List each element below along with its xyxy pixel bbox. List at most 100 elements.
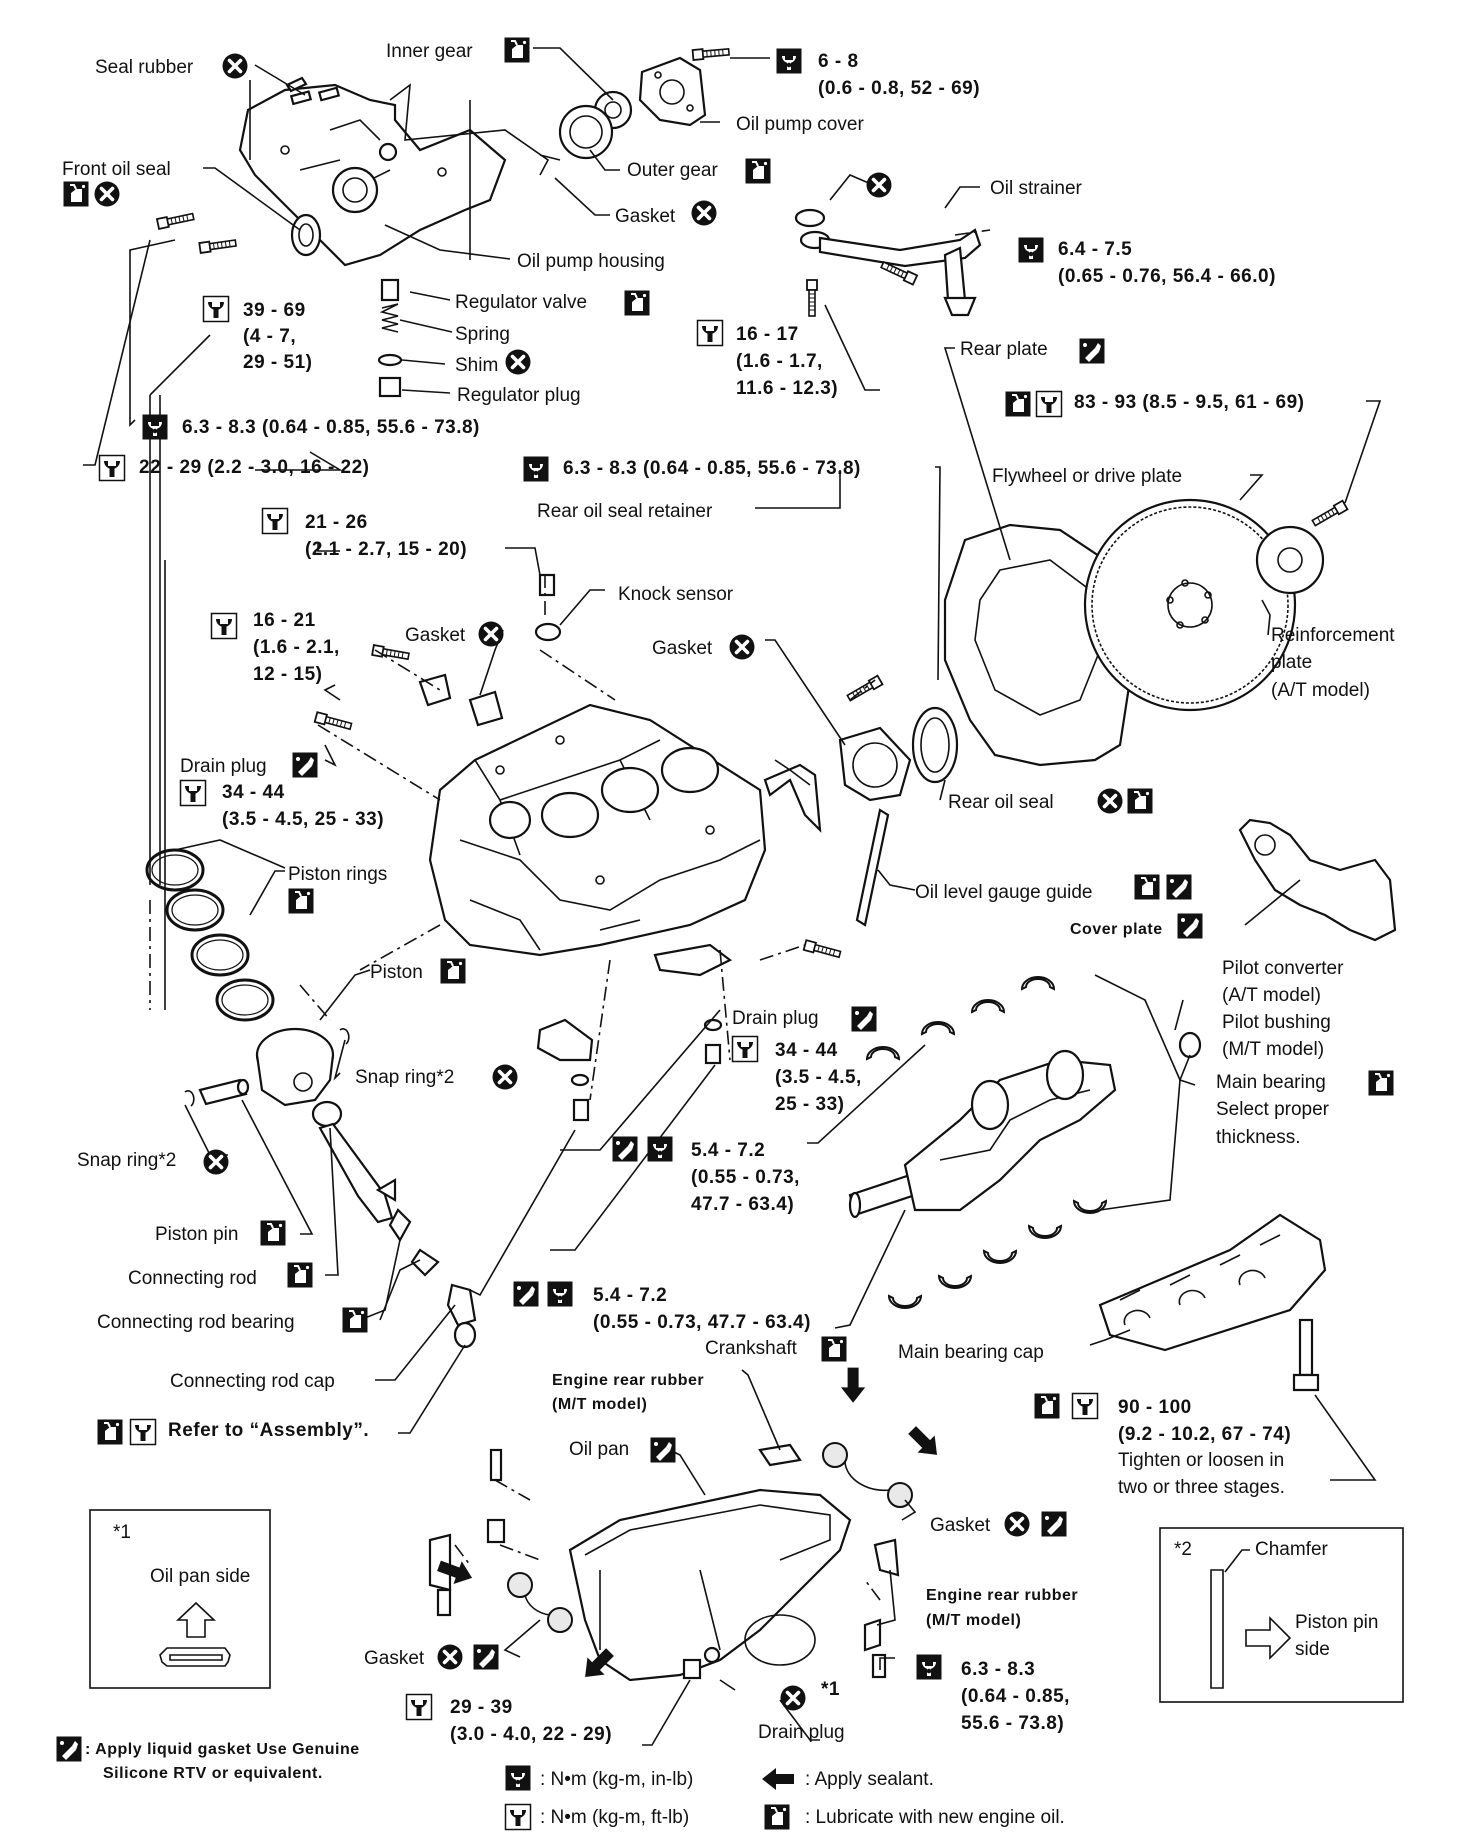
torque-22-29: 22 - 29 (2.2 - 3.0, 16 - 22) xyxy=(139,457,370,478)
label-spring: Spring xyxy=(455,324,510,345)
rear-plate-drawing xyxy=(943,523,1132,767)
label-connecting-rod: Connecting rod xyxy=(128,1268,257,1289)
label-reinforcement-1: Reinforcement xyxy=(1271,625,1395,646)
torque-labels: 6 - 8 (0.6 - 0.8, 52 - 69) 6.4 - 7.5 (0.… xyxy=(139,51,1305,1745)
cylinder-block-drawing xyxy=(428,703,767,957)
torque-83-93: 83 - 93 (8.5 - 9.5, 61 - 69) xyxy=(1074,392,1305,413)
pan-bolt-b xyxy=(486,1518,506,1544)
label-drain-plug-block: Drain plug xyxy=(180,756,267,777)
torque-90-100-a: 90 - 100 xyxy=(1118,1397,1192,1418)
box2-tag: *2 xyxy=(1174,1539,1192,1560)
oil-pan-gasket-drawing xyxy=(507,1442,913,1633)
part-labels: Seal rubber Inner gear Oil pump cover Fr… xyxy=(62,41,1395,1743)
wrench-in-lb-icon xyxy=(142,414,168,440)
label-piston: Piston xyxy=(370,962,423,983)
torque-29-39-a: 29 - 39 xyxy=(450,1697,513,1718)
gasket-plate-b xyxy=(468,690,504,727)
oil-can-icon xyxy=(503,36,531,64)
label-drain-plug-pan: Drain plug xyxy=(758,1722,845,1743)
label-pilot-2: (A/T model) xyxy=(1222,985,1321,1006)
gasket-tube-icon xyxy=(1079,338,1105,364)
label-main-bearing-1: Main bearing xyxy=(1216,1072,1326,1093)
label-snap-ring-b: Snap ring*2 xyxy=(77,1150,176,1171)
oil-can-icon xyxy=(259,1219,287,1247)
pump-gasket-drawing xyxy=(389,83,561,176)
circle-x-icon xyxy=(864,170,894,200)
piston-drawing xyxy=(255,1027,335,1107)
label-cover-plate: Cover plate xyxy=(1070,921,1163,938)
torque-5-4-c: 47.7 - 63.4) xyxy=(691,1194,794,1215)
oil-can-icon xyxy=(341,1306,369,1334)
wrench-in-lb-icon xyxy=(647,1136,673,1162)
center-lines xyxy=(149,229,991,1601)
oil-can-icon xyxy=(62,180,90,208)
cover-plate-drawing xyxy=(1238,818,1397,942)
label-reinforcement-2: plate xyxy=(1271,652,1312,673)
wrench-in-lb-icon xyxy=(776,48,802,74)
piston-rings-drawing xyxy=(145,848,275,1022)
gears-drawing xyxy=(558,90,633,160)
torque-16-21-a: 16 - 21 xyxy=(253,610,316,631)
label-engine-rear-rubber-b: Engine rear rubber xyxy=(926,1587,1078,1604)
box2-pin-2: side xyxy=(1295,1639,1330,1660)
wrench-ft-lb-icon xyxy=(98,454,126,482)
arrow-sealant-icon xyxy=(762,1768,794,1790)
flywheel-drawing xyxy=(1083,498,1297,712)
label-connecting-rod-bearing: Connecting rod bearing xyxy=(97,1312,295,1333)
wrench-ft-lb-icon xyxy=(210,612,238,640)
gasket-tube-icon xyxy=(1166,874,1192,900)
rod-nut-drawing xyxy=(453,1321,477,1349)
oil-can-icon xyxy=(1367,1069,1395,1097)
baffle-drawing xyxy=(653,943,733,977)
label-mt-model-a: (M/T model) xyxy=(552,1396,647,1413)
wrench-in-lb-icon xyxy=(505,1765,531,1791)
rear-oil-seal-retainer-drawing xyxy=(838,706,959,802)
circle-x-icon xyxy=(92,179,122,209)
gasket-tube-icon xyxy=(513,1281,539,1307)
wrench-ft-lb-icon xyxy=(202,295,230,323)
torque-6-8-a: 6 - 8 xyxy=(818,51,859,72)
pan-drain-plug xyxy=(682,1658,702,1680)
wrench-ft-lb-icon xyxy=(405,1693,433,1721)
box2-pin-1: Piston pin xyxy=(1295,1612,1378,1633)
torque-6-3-e: 55.6 - 73.8) xyxy=(961,1713,1064,1734)
engine-rear-rubber-drawing-b xyxy=(873,1538,900,1577)
label-rear-plate: Rear plate xyxy=(960,339,1048,360)
wrench-ft-lb-icon xyxy=(179,779,207,807)
circle-x-icon xyxy=(1002,1509,1032,1539)
front-oil-seal-drawing xyxy=(290,213,322,257)
torque-5-4-e: (0.55 - 0.73, 47.7 - 63.4) xyxy=(593,1312,811,1333)
reinforcement-plate-drawing xyxy=(1255,525,1325,595)
inset-box-oil-pan-side: *1 Oil pan side xyxy=(89,1509,271,1689)
drain-bolt-drawing xyxy=(572,1098,590,1122)
label-regulator-valve: Regulator valve xyxy=(455,292,587,313)
label-pilot-4: (M/T model) xyxy=(1222,1039,1324,1060)
washer-drawing xyxy=(570,1073,590,1087)
rod-bearing-drawing-b xyxy=(410,1248,440,1277)
arrow-up-icon xyxy=(175,1601,217,1638)
circle-x-icon xyxy=(490,1062,520,1092)
torque-34-44-a: 34 - 44 xyxy=(222,782,285,803)
oil-pump-cover-drawing xyxy=(638,56,707,127)
legend-gasket-1: : Apply liquid gasket Use Genuine xyxy=(85,1741,360,1758)
crankshaft-drawing xyxy=(848,1049,1117,1219)
pilot-bushing-drawing xyxy=(1178,1031,1202,1059)
label-mt-model-b: (M/T model) xyxy=(926,1612,1021,1629)
gasket-tube-icon xyxy=(851,1006,877,1032)
gasket-tube-icon xyxy=(292,752,318,778)
label-oil-pump-cover: Oil pump cover xyxy=(736,114,864,135)
torque-29-39-b: (3.0 - 4.0, 22 - 29) xyxy=(450,1724,612,1745)
label-gasket-rear: Gasket xyxy=(652,638,713,659)
label-flywheel: Flywheel or drive plate xyxy=(992,466,1182,487)
wrench-ft-lb-icon xyxy=(1071,1392,1099,1420)
torque-16-21-b: (1.6 - 2.1, xyxy=(253,637,340,658)
pan-bolt-a xyxy=(489,1448,503,1482)
connecting-rod-drawing xyxy=(311,1100,397,1224)
torque-39-b: (4 - 7, xyxy=(243,326,296,347)
torque-5-4-b: (0.55 - 0.73, xyxy=(691,1167,800,1188)
torque-6-3-d: (0.64 - 0.85, xyxy=(961,1686,1070,1707)
torque-5-4-a: 5.4 - 7.2 xyxy=(691,1140,765,1161)
wrench-ft-lb-icon xyxy=(731,1035,759,1063)
torque-21-26-a: 21 - 26 xyxy=(305,512,368,533)
sealant-arrow-b xyxy=(903,1421,946,1464)
